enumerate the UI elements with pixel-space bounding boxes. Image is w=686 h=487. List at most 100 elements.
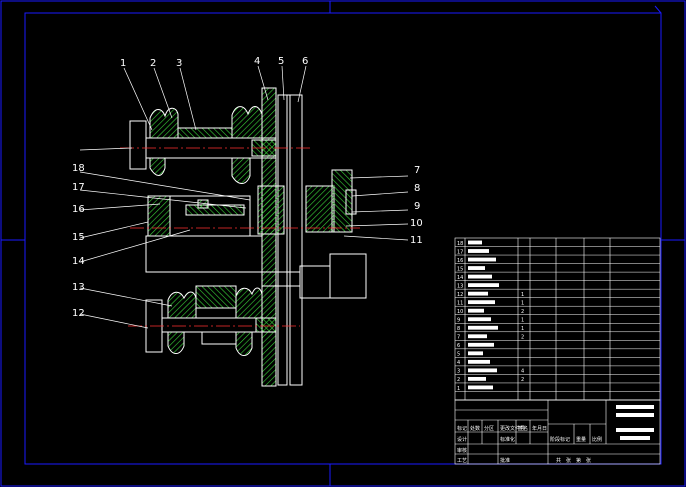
part-label-16: 16: [72, 204, 85, 215]
bom-row-number: 16: [457, 258, 463, 264]
tb-change-doc: 更改文件号: [500, 425, 525, 432]
part-label-2: 2: [150, 58, 156, 69]
tb-date: 年月日: [532, 425, 547, 432]
tb-review: 审核: [457, 447, 467, 454]
plate-5: [277, 94, 288, 386]
bom-row-number: 13: [457, 283, 463, 289]
spring-cup-lower-1: [167, 291, 197, 319]
tb-standard: 标准化: [500, 436, 515, 443]
bom-part-name: [468, 359, 490, 364]
bom-part-name: [468, 385, 493, 390]
tb-no: 第: [576, 457, 581, 464]
bom-row-number: 10: [457, 309, 463, 315]
part-label-15: 15: [72, 232, 85, 243]
spring-cup-lower-2: [235, 287, 263, 319]
tb-sign: 签名: [518, 425, 528, 432]
bom-qty: 2: [521, 309, 524, 315]
bom-row-number: 7: [457, 335, 460, 341]
nut-right: [329, 253, 367, 299]
part-label-13: 13: [72, 282, 85, 293]
tb-process: 工艺: [457, 458, 467, 464]
tb-mark: 标记: [457, 425, 467, 432]
tb-sheets: 张: [566, 457, 571, 464]
tb-count: 处数: [470, 425, 480, 432]
bom-part-name: [468, 342, 494, 347]
bom-part-name: [468, 325, 498, 330]
part-label-3: 3: [176, 58, 182, 69]
center-lines: [120, 147, 360, 327]
bom-part-name: [468, 249, 489, 253]
bom-row-number: 15: [457, 266, 463, 272]
tb-zone: 分区: [484, 425, 494, 432]
part-label-17: 17: [72, 182, 85, 193]
bom-row-number: 8: [457, 326, 460, 332]
bom-row-number: 18: [457, 241, 463, 247]
part-labels: 1 2 3 4 5 6 7 8 9 10 11 12 13 14 15 16 1…: [72, 56, 423, 319]
tb-stage: 阶段标记: [550, 436, 570, 443]
tb-weight: 重量: [576, 436, 586, 443]
hub-lower: [145, 235, 263, 273]
corner-mark-tr: [654, 5, 662, 14]
bom-part-name: [468, 368, 497, 373]
bom-qty: 2: [521, 377, 524, 383]
bom-part-name: [468, 266, 485, 270]
bom-row-number: 14: [457, 275, 463, 281]
bom-qty: 1: [521, 292, 524, 298]
bom-qty: 4: [521, 369, 524, 375]
part-label-12: 12: [72, 308, 85, 319]
bom-row-number: 2: [457, 377, 460, 383]
part-label-5: 5: [278, 56, 284, 67]
bom-row-number: 3: [457, 369, 460, 375]
bom-qty: 1: [521, 318, 524, 324]
bom-part-name: [468, 300, 495, 305]
bom-part-name: [468, 317, 491, 322]
sleeve-3: [177, 127, 233, 139]
part-label-7: 7: [414, 165, 420, 176]
part-label-9: 9: [414, 201, 420, 212]
bom-part-name: [468, 291, 488, 296]
bom-part-name: [468, 274, 492, 279]
bom-part-name: [468, 376, 486, 381]
plate-6: [289, 94, 303, 386]
bom-row-number: 9: [457, 318, 460, 324]
bom-qty: 2: [521, 335, 524, 341]
tb-approve: 批准: [500, 457, 510, 464]
tb-company-text: [616, 405, 654, 409]
bom-part-name: [468, 257, 496, 262]
bom-part-name: [468, 351, 483, 356]
tb-drawing-title-text: [616, 428, 654, 432]
bom-part-name: [468, 334, 487, 339]
inner-frame: [24, 12, 662, 465]
part-label-1: 1: [120, 58, 126, 69]
bom-row-number: 6: [457, 343, 460, 349]
leader-lines: [79, 65, 409, 329]
bom-qty: 1: [521, 326, 524, 332]
tb-sheet: 张: [586, 457, 591, 464]
disc-left: [257, 185, 285, 235]
bom-row-number: 5: [457, 352, 460, 358]
bom-row-number: 11: [457, 301, 463, 307]
spring-cup-upper-2: [231, 106, 263, 139]
part-label-11: 11: [410, 235, 423, 246]
bom-part-name: [468, 240, 482, 245]
title-block: 标记 处数 分区 更改文件号 签名 年月日 设计 标准化 阶段标记 重量 比例 …: [454, 399, 661, 465]
bom-row-number: 12: [457, 292, 463, 298]
tb-scale: 比例: [592, 436, 602, 443]
assembly-section: [129, 87, 367, 387]
bom-part-name: [468, 308, 484, 313]
part-label-6: 6: [302, 56, 308, 67]
bom-row-number: 4: [457, 360, 460, 366]
bom-part-name: [468, 283, 499, 288]
disc-right: [305, 185, 335, 233]
part-label-4: 4: [254, 56, 260, 67]
part-label-8: 8: [414, 183, 420, 194]
tb-design: 设计: [457, 436, 467, 443]
flange-7: [331, 169, 353, 233]
part-label-14: 14: [72, 256, 85, 267]
bom-qty: 1: [521, 301, 524, 307]
spring-cup-upper-1: [149, 107, 179, 139]
